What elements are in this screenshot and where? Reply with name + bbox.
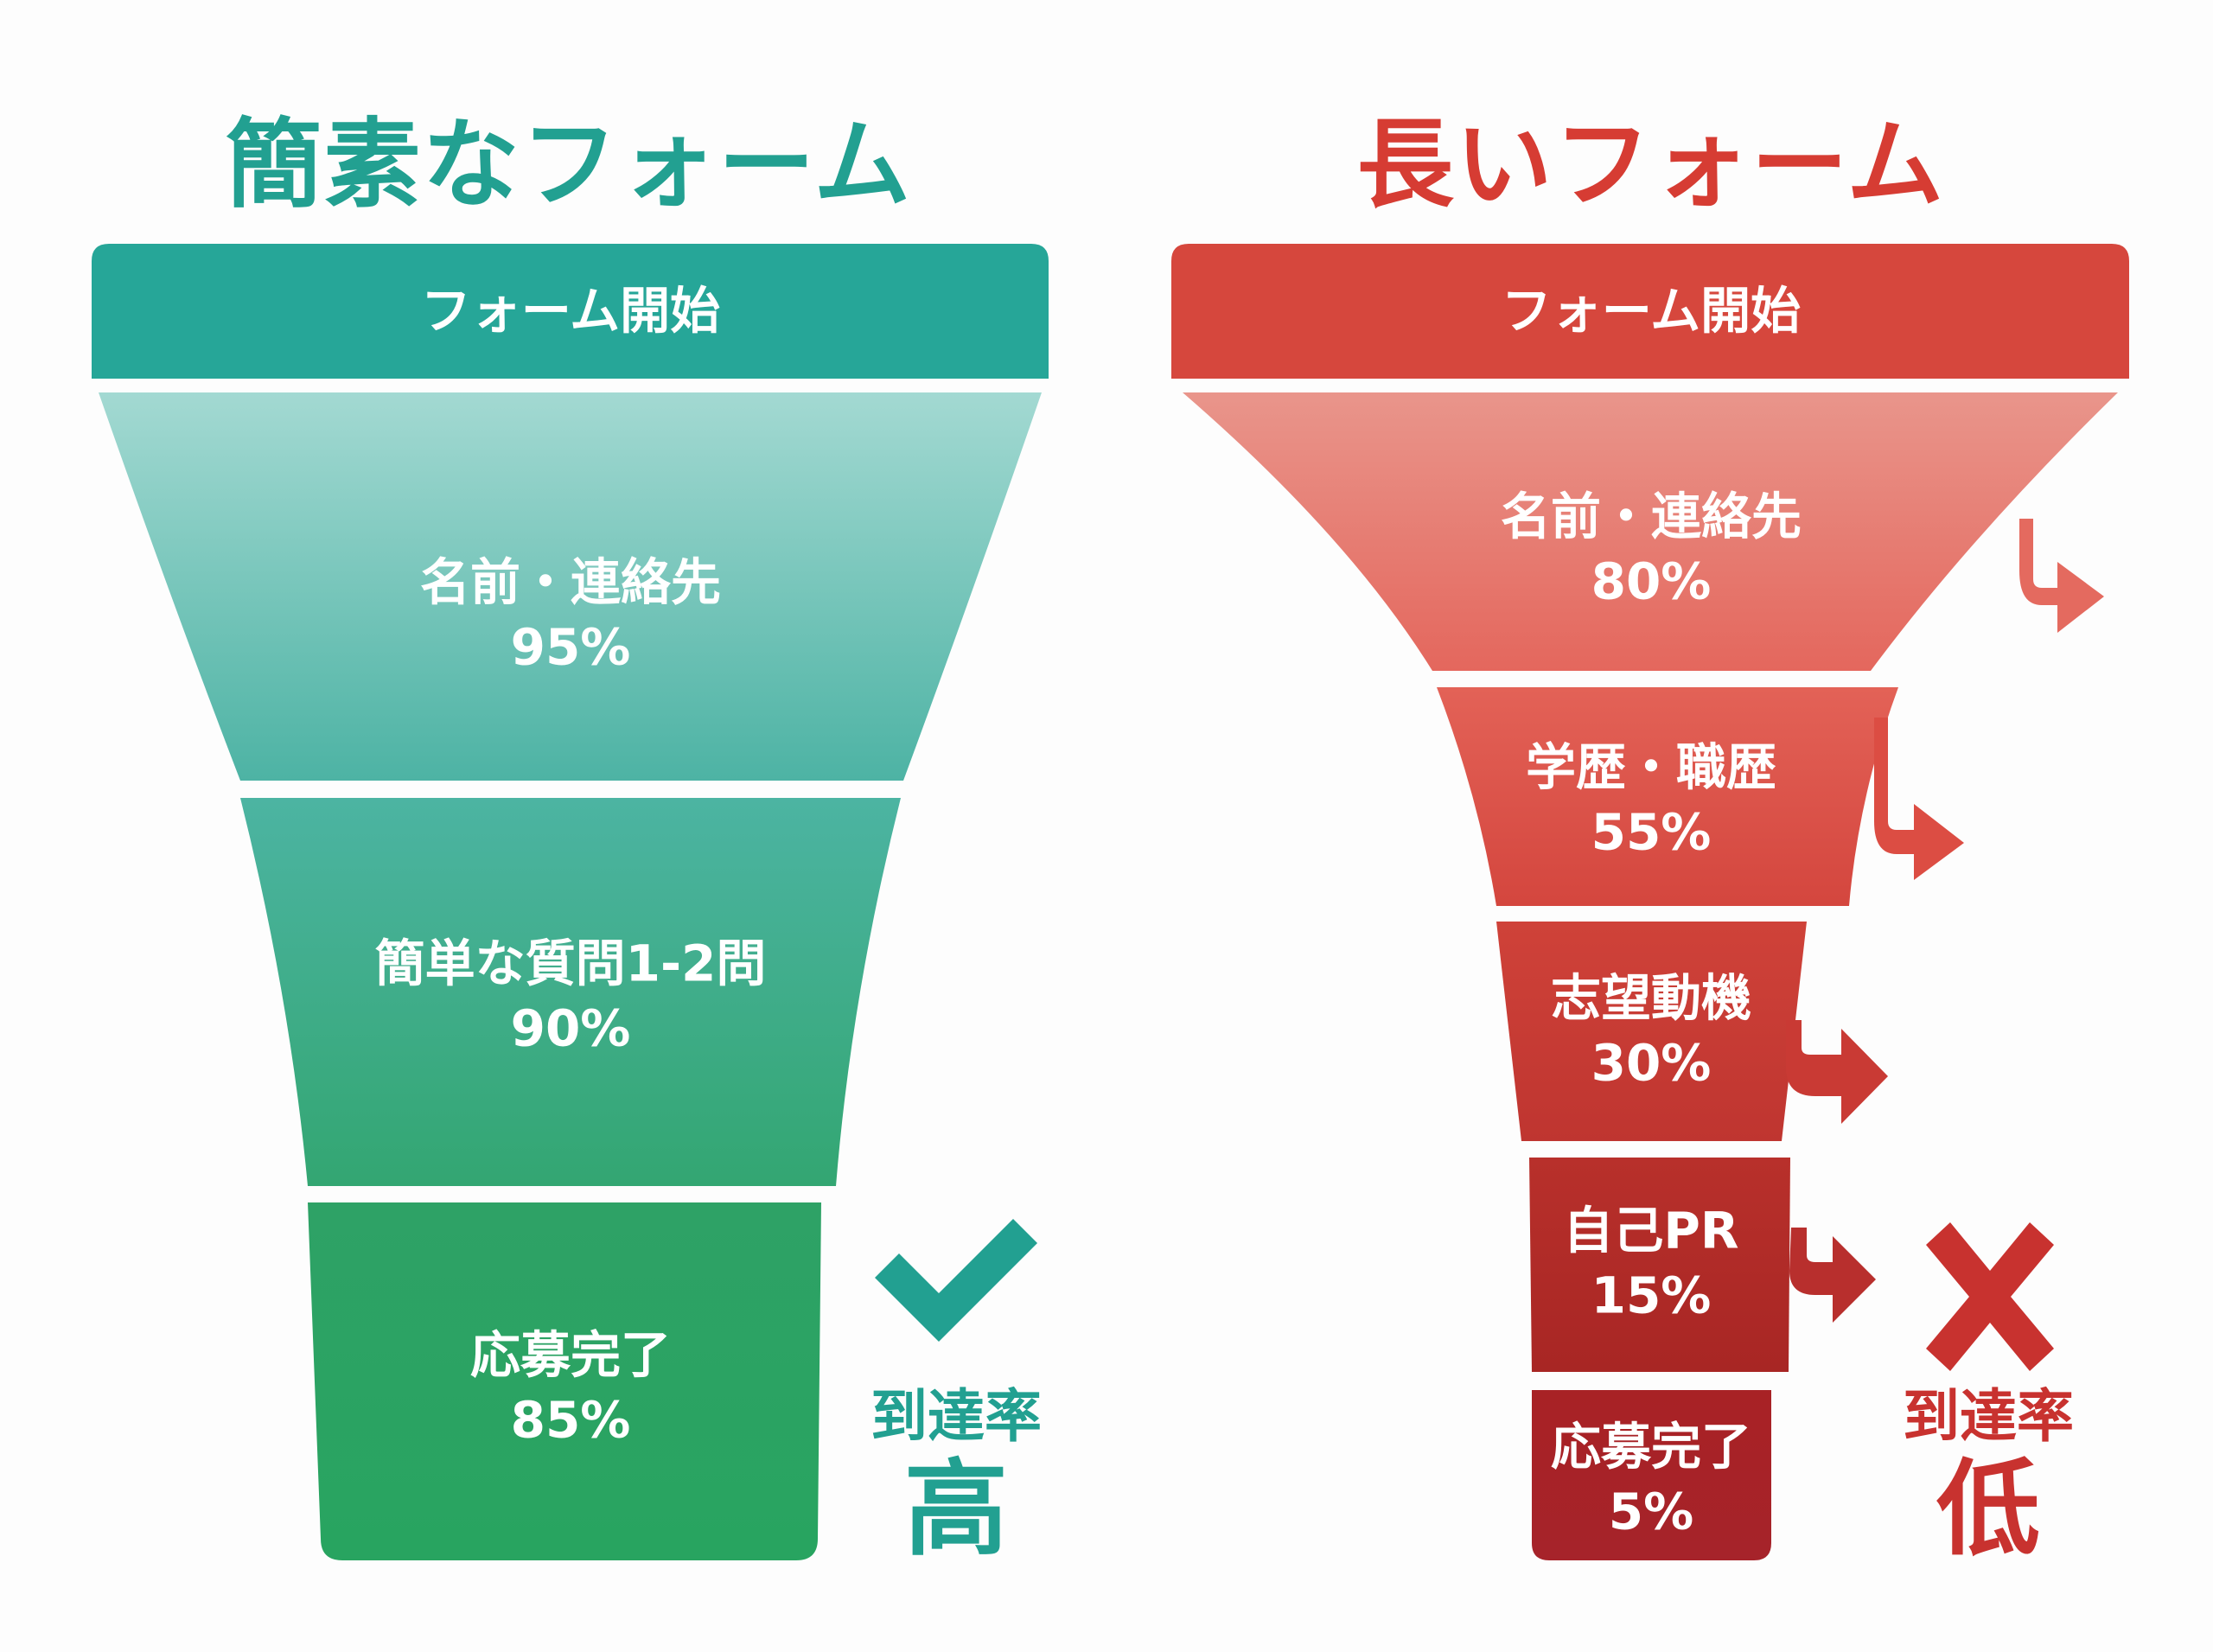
long-stage-2 [1437,687,1898,906]
long-form-title: 長いフォーム [1356,109,1946,221]
simple-stage-3-label: 応募完了 85% [470,1324,671,1454]
stage-value: 80% [1591,552,1712,611]
long-funnel [1171,244,2129,1560]
stage-name: 名前・連絡先 [419,552,722,612]
verdict-label: 到達率 [871,1383,1042,1450]
dropoff-arrow-3 [1786,1020,1888,1124]
simple-stage-start-label: フォーム開始 [420,281,721,341]
dropoff-arrow-1 [2019,519,2104,633]
simple-stage-2-label: 簡単な質問1-2問 90% [375,932,767,1062]
simple-stage-1-label: 名前・連絡先 95% [420,551,721,681]
dropoff-arrow-2 [1874,718,1964,880]
verdict-level: 高 [904,1450,1008,1570]
stage-name: 応募完了 [469,1325,672,1385]
simple-stage-start [92,244,1049,379]
long-stage-4-label: 自己PR 15% [1563,1199,1738,1330]
stage-value: 15% [1591,1266,1712,1325]
dropoff-arrow-4 [1789,1228,1876,1323]
simple-stage-3 [308,1202,821,1560]
long-stage-start-label: フォーム開始 [1501,281,1802,341]
long-stage-4 [1529,1158,1790,1372]
long-stage-start [1171,244,2129,379]
stage-name: 学歴・職歴 [1525,737,1777,797]
stage-name: 自己PR [1563,1201,1739,1260]
verdict-label: 到達率 [1903,1383,2074,1450]
stage-value: 85% [510,1391,631,1450]
simple-stage-1 [99,392,1042,781]
simple-stage-2 [240,798,901,1186]
long-stage-5-label: 応募完了 5% [1551,1415,1751,1546]
simple-form-title: 簡素なフォーム [225,109,913,221]
long-stage-3-label: 志望動機 30% [1551,966,1751,1097]
simple-funnel [92,244,1049,1560]
stage-value: 55% [1591,803,1712,862]
long-stage-1 [1183,392,2118,671]
check-icon [875,1219,1037,1342]
stage-value: 30% [1591,1034,1712,1093]
long-stage-3 [1496,922,1807,1141]
stage-value: 5% [1608,1483,1694,1541]
stage-name: 応募完了 [1550,1417,1752,1477]
stage-value: 90% [510,999,631,1058]
cross-icon [1926,1222,2054,1371]
verdict-level: 低 [1936,1450,2040,1570]
stage-name: 簡単な質問1-2問 [374,934,767,993]
long-stage-2-label: 学歴・職歴 55% [1526,736,1776,866]
stage-name: 志望動機 [1550,968,1752,1028]
long-verdict: 到達率 低 [1903,1370,2074,1567]
long-stage-5 [1532,1390,1771,1560]
stage-value: 95% [510,618,631,677]
stage-name: 名前・連絡先 [1500,487,1802,546]
simple-verdict: 到達率 高 [871,1370,1042,1567]
long-stage-1-label: 名前・連絡先 80% [1501,485,1802,616]
